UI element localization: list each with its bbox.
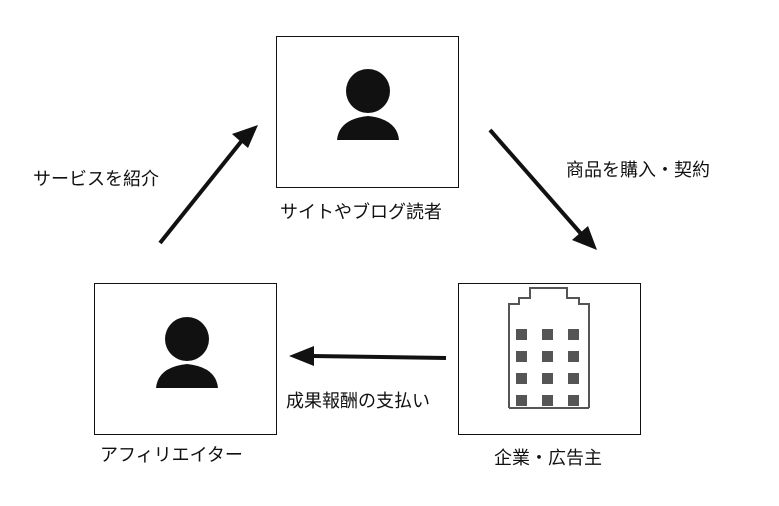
person-icon bbox=[337, 69, 399, 140]
arrow-company-to-affiliate bbox=[289, 346, 447, 366]
company-node bbox=[458, 283, 641, 435]
edge-label-introduce-service: サービスを紹介 bbox=[33, 169, 159, 190]
arrow-affiliate-to-reader bbox=[158, 125, 258, 245]
edge-label-purchase-contract: 商品を購入・契約 bbox=[566, 160, 710, 181]
office-building-icon bbox=[508, 287, 590, 409]
arrow-reader-to-company bbox=[488, 128, 597, 250]
reader-node bbox=[276, 36, 459, 188]
person-icon bbox=[156, 317, 218, 388]
company-label: 企業・広告主 bbox=[494, 448, 602, 469]
affiliate-node bbox=[94, 283, 277, 435]
affiliate-label: アフィリエイター bbox=[100, 445, 243, 466]
edge-label-reward-payment: 成果報酬の支払い bbox=[286, 391, 430, 412]
reader-label: サイトやブログ読者 bbox=[280, 202, 442, 223]
